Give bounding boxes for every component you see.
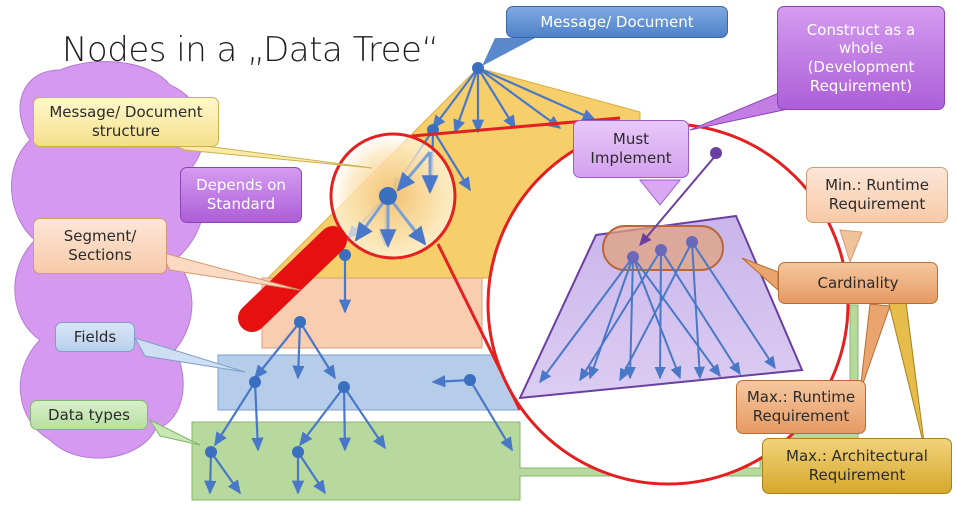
magnifier-handle [238, 226, 347, 332]
callout-data-types: Data types [30, 400, 148, 430]
callout-fields: Fields [55, 322, 135, 352]
callout-max-runtime: Max.: Runtime Requirement [736, 380, 866, 434]
must-implement-origin [710, 147, 722, 159]
cardinality-nodes [627, 236, 698, 263]
cardinality-edges [539, 241, 776, 384]
callout-construct-whole: Construct as a whole (Development Requir… [777, 6, 945, 110]
lens-node [379, 187, 397, 205]
callout-segment-sections: Segment/ Sections [33, 218, 167, 274]
callout-depends-on-standard: Depends on Standard [180, 167, 302, 223]
callout-max-architectural: Max.: Architectural Requirement [762, 438, 952, 494]
datatype-layer [191, 304, 859, 501]
callout-cardinality: Cardinality [778, 262, 938, 304]
page-title: Nodes in a „Data Tree“ [62, 30, 439, 70]
callout-min-runtime: Min.: Runtime Requirement [806, 167, 948, 223]
must-implement-arrow [639, 154, 717, 247]
callout-message-document: Message/ Document [506, 6, 728, 38]
callout-must-implement: Must Implement [573, 120, 689, 178]
callout-message-structure: Message/ Document structure [33, 97, 219, 147]
